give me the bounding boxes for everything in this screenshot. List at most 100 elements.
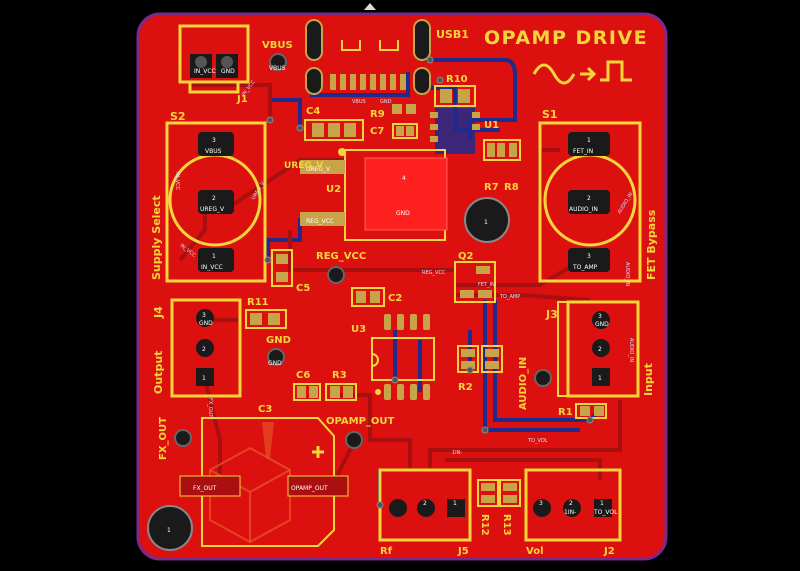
svg-text:AUDIO_IN: AUDIO_IN bbox=[628, 338, 634, 362]
mount-hole-top: 1 bbox=[464, 197, 510, 243]
vias bbox=[264, 56, 594, 509]
ureg-net-silk: UREG_V bbox=[284, 161, 323, 171]
j1-label: J1 bbox=[236, 94, 248, 105]
j2-pad-vol: TO_VOL bbox=[593, 509, 618, 516]
board-title: OPAMP DRIVE bbox=[484, 27, 648, 49]
s2-switch: 3 VBUS 2 UREG_V 1 IN_VCC S2 Supply Selec… bbox=[150, 110, 267, 283]
svg-text:1: 1 bbox=[598, 375, 602, 382]
c4-label: C4 bbox=[306, 106, 320, 117]
r8-label: R8 bbox=[504, 182, 519, 193]
usb-connector: USB1 bbox=[305, 19, 469, 95]
c2-capacitor: C2 bbox=[351, 287, 402, 307]
svg-text:3: 3 bbox=[598, 313, 602, 320]
c6-capacitor: C6 bbox=[293, 370, 321, 401]
s2-label: S2 bbox=[170, 110, 186, 123]
j1-connector: IN_VCC GND J1 bbox=[178, 24, 250, 105]
vbus-test-point: VBUS VBUS bbox=[262, 40, 293, 72]
svg-text:2: 2 bbox=[423, 500, 427, 507]
u2-label: U2 bbox=[326, 184, 341, 195]
audio-in-test-point: AUDIO_IN bbox=[518, 357, 552, 410]
svg-text:GND: GND bbox=[380, 99, 392, 105]
j1-pad-1-label: GND bbox=[221, 68, 235, 75]
opamp-out-test-point: OPAMP_OUT bbox=[326, 416, 395, 449]
svg-text:3: 3 bbox=[539, 500, 543, 507]
c5-label: C5 bbox=[296, 283, 310, 294]
svg-text:FET_IN: FET_IN bbox=[478, 282, 495, 288]
c7-capacitor: C7 bbox=[370, 123, 418, 139]
svg-text:TO_AMP: TO_AMP bbox=[499, 294, 520, 300]
svg-text:TO_VOL: TO_VOL bbox=[527, 438, 548, 444]
svg-text:1: 1 bbox=[202, 375, 206, 382]
u3-label: U3 bbox=[351, 324, 366, 335]
s1-pad-audio: AUDIO_IN bbox=[569, 206, 598, 213]
svg-text:GND: GND bbox=[268, 360, 282, 367]
q2-label: Q2 bbox=[458, 251, 474, 262]
r11-label: R11 bbox=[247, 297, 269, 308]
u1-label: U1 bbox=[484, 120, 499, 131]
j4-label: J4 bbox=[152, 306, 165, 319]
j2-label: J2 bbox=[603, 546, 615, 557]
svg-text:1: 1 bbox=[484, 219, 488, 226]
r1-label: R1 bbox=[558, 407, 573, 418]
q2-transistor: Q2 bbox=[454, 251, 496, 303]
c3-pad-fx: FX_OUT bbox=[193, 485, 217, 492]
sine-to-square-icon bbox=[532, 60, 632, 85]
u1-chip: U1 bbox=[430, 108, 499, 154]
svg-text:AUDIO_IN: AUDIO_IN bbox=[624, 262, 630, 286]
j4-connector: 3 GND 2 1 J4 Output bbox=[152, 298, 242, 398]
s1-pad-amp: TO_AMP bbox=[572, 264, 598, 271]
s2-pad-ureg: UREG_V bbox=[200, 206, 225, 213]
j3-pad-gnd: GND bbox=[595, 321, 609, 328]
j2-connector: 3 2 1IN- 1 TO_VOL Vol J2 bbox=[524, 468, 622, 557]
c5-capacitor: C5 bbox=[271, 249, 310, 294]
c3-capacitor: FX_OUT OPAMP_OUT C3 bbox=[179, 404, 349, 547]
supply-select-label: Supply Select bbox=[150, 195, 163, 280]
svg-text:2: 2 bbox=[598, 346, 602, 353]
j1-pad-2-label: IN_VCC bbox=[194, 68, 216, 75]
svg-text:1: 1 bbox=[212, 253, 216, 260]
svg-text:2: 2 bbox=[569, 500, 573, 507]
r3-resistor: R3 bbox=[325, 370, 357, 401]
svg-text:4: 4 bbox=[402, 175, 406, 182]
r10-resistor: R10 bbox=[434, 74, 476, 107]
svg-text:1: 1 bbox=[600, 500, 604, 507]
reg-vcc-label: REG_VCC bbox=[316, 251, 366, 262]
svg-text:VBUS: VBUS bbox=[352, 99, 366, 105]
c7-label: C7 bbox=[370, 126, 384, 137]
r13-label: R13 bbox=[501, 514, 512, 536]
r12-label: R12 bbox=[479, 514, 490, 536]
r9-label: R9 bbox=[370, 109, 385, 120]
r12-r13-resistors: R12 R13 bbox=[477, 479, 521, 536]
s2-pad-invcc: IN_VCC bbox=[201, 264, 223, 271]
gnd-label: GND bbox=[266, 335, 291, 346]
svg-text:1: 1 bbox=[453, 500, 457, 507]
usb-label: USB1 bbox=[436, 28, 469, 41]
svg-text:FX_OUT: FX_OUT bbox=[207, 398, 213, 418]
board-origin-marker bbox=[364, 3, 376, 10]
s1-label: S1 bbox=[542, 108, 558, 121]
reg-vcc-test-point: REG_VCC bbox=[316, 251, 366, 284]
r11-resistor: R11 bbox=[245, 297, 287, 329]
r7-label: R7 bbox=[484, 182, 499, 193]
s2-pad-vbus: VBUS bbox=[205, 148, 222, 155]
r9-resistor: R9 bbox=[370, 104, 416, 120]
svg-text:2: 2 bbox=[202, 346, 206, 353]
c2-label: C2 bbox=[388, 293, 402, 304]
svg-text:3: 3 bbox=[202, 312, 206, 319]
s1-pad-fet: FET_IN bbox=[573, 148, 593, 155]
svg-text:2: 2 bbox=[212, 195, 216, 202]
j2-pad-in: 1IN- bbox=[564, 509, 576, 516]
vol-label: Vol bbox=[526, 546, 544, 557]
svg-text:IN_VCC: IN_VCC bbox=[174, 172, 180, 191]
c4-capacitor: C4 bbox=[304, 106, 364, 141]
fx-out-test-point: FX_OUT bbox=[158, 417, 192, 460]
j3-label: J3 bbox=[545, 308, 558, 321]
u2-gnd-pad: GND bbox=[396, 210, 410, 217]
svg-text:2: 2 bbox=[587, 195, 591, 202]
c6-label: C6 bbox=[296, 370, 310, 381]
svg-text:REG_VCC: REG_VCC bbox=[306, 218, 334, 225]
svg-text:VBUS: VBUS bbox=[269, 65, 286, 72]
vbus-label: VBUS bbox=[262, 40, 293, 51]
